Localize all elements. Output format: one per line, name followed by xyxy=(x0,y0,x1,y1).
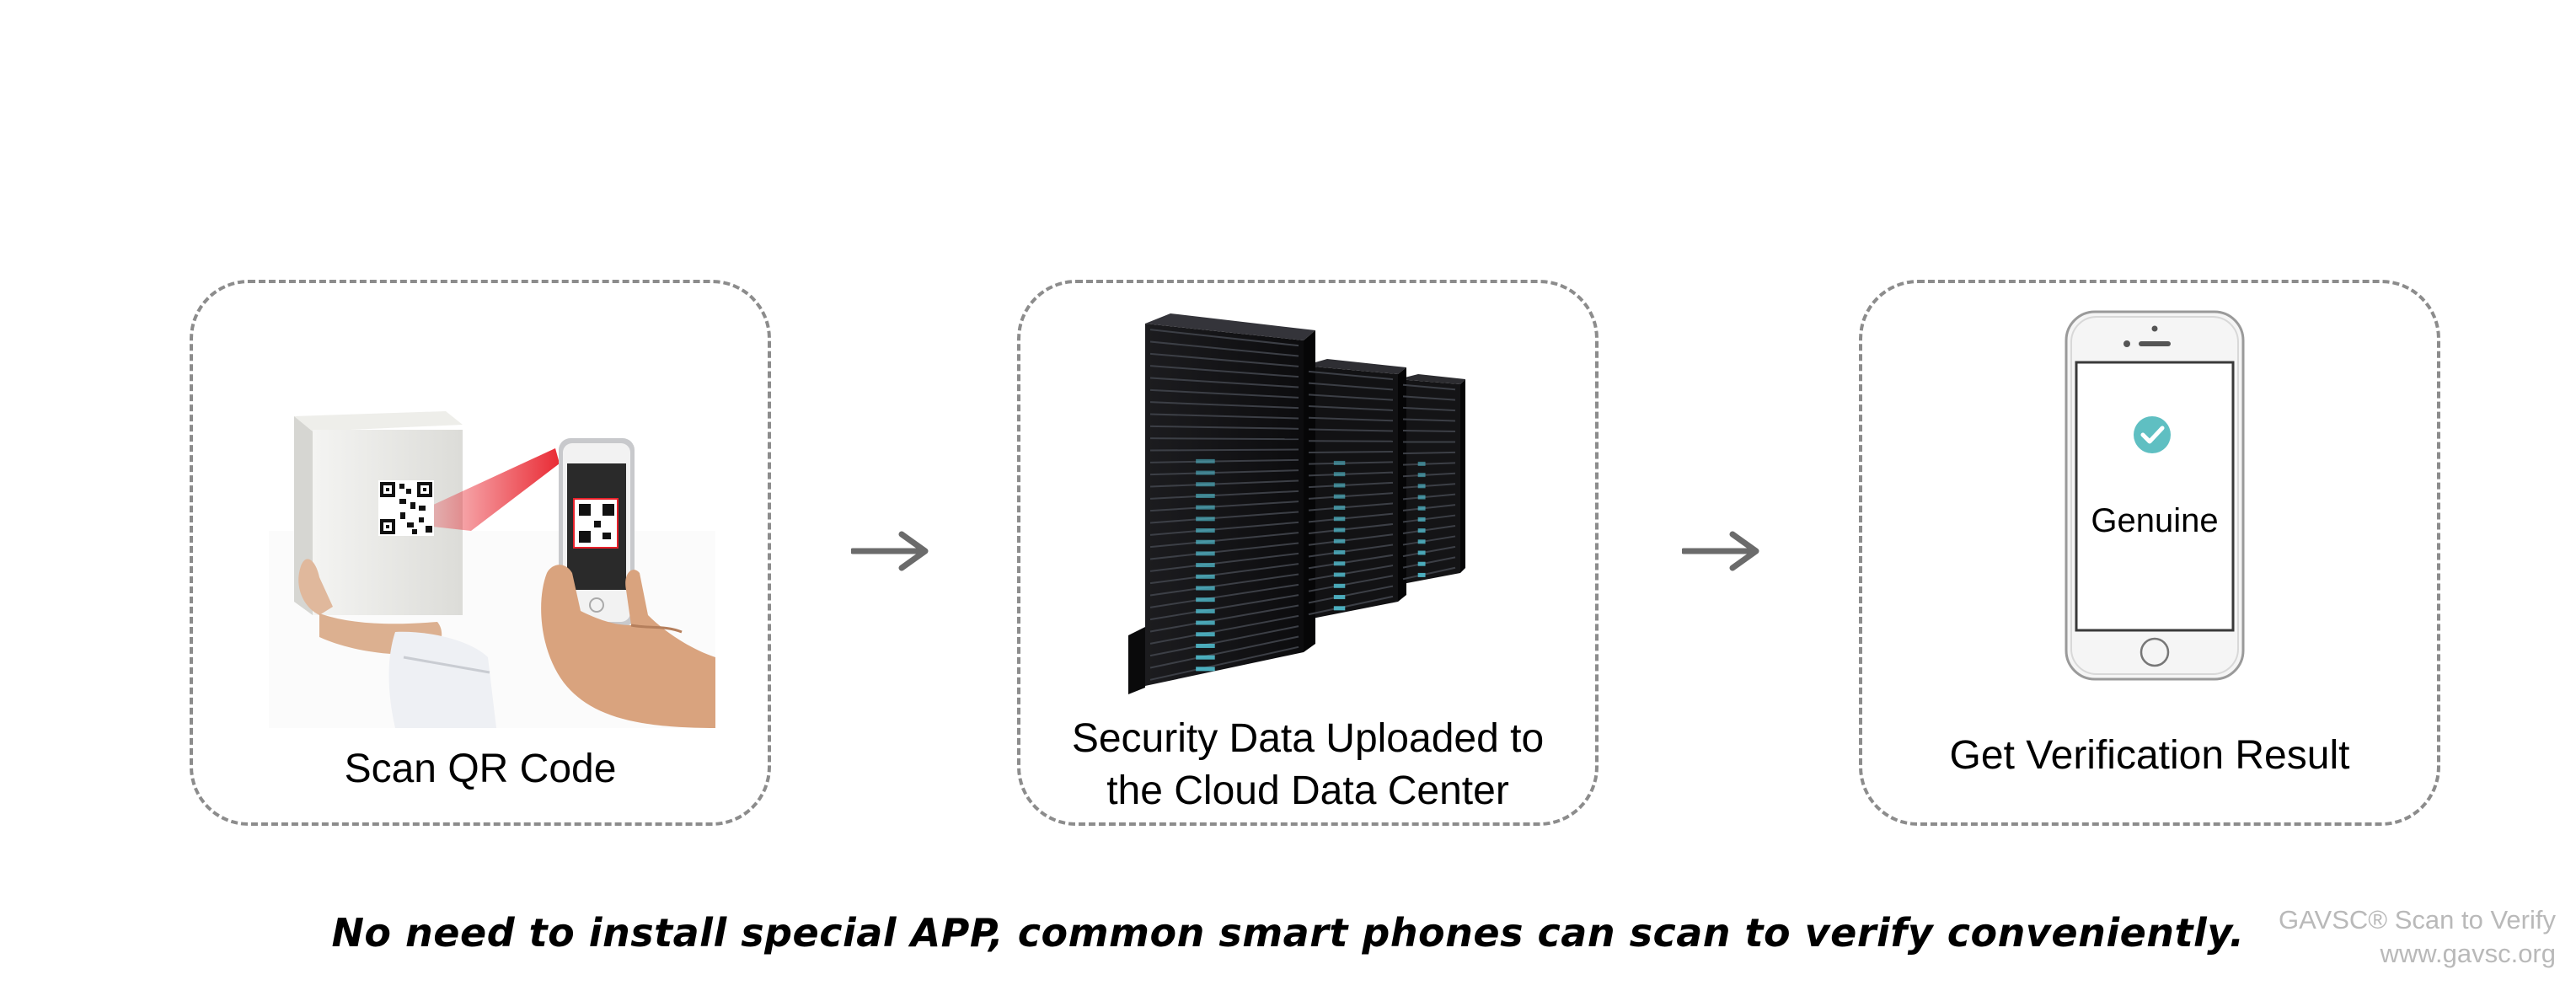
step-label-scan-qr-code: Scan QR Code xyxy=(344,747,617,791)
right-arrow-icon xyxy=(851,531,929,571)
step-label-verification-result: Get Verification Result xyxy=(1949,733,2350,778)
smartphone-illustration: Genuine xyxy=(2065,310,2245,681)
scan-qr-illustration xyxy=(269,411,715,728)
check-circle-icon xyxy=(2134,416,2171,453)
right-arrow-icon xyxy=(1682,531,1759,571)
brand-url: www.gavsc.org xyxy=(2380,939,2556,968)
step-panel-cloud-upload: Security Data Uploaded to the Cloud Data… xyxy=(1017,280,1599,826)
step-label-cloud-upload: Security Data Uploaded to the Cloud Data… xyxy=(1071,716,1545,813)
step-panel-scan: Scan QR Code xyxy=(190,280,771,826)
server-rack-icon xyxy=(1398,374,1465,585)
scanning-phone-icon xyxy=(559,438,635,627)
server-rack-icon xyxy=(1128,313,1315,694)
brand-watermark: GAVSC® Scan to Verify www.gavsc.org xyxy=(2279,903,2556,971)
step-panel-verification: Genuine Get Verification Result xyxy=(1859,280,2440,826)
brand-name: GAVSC® Scan to Verify xyxy=(2279,905,2556,934)
result-genuine-text: Genuine xyxy=(2091,502,2219,539)
server-racks-illustration xyxy=(1128,313,1465,694)
tagline: No need to install special APP, common s… xyxy=(331,910,2245,956)
qr-code-icon xyxy=(378,480,434,536)
